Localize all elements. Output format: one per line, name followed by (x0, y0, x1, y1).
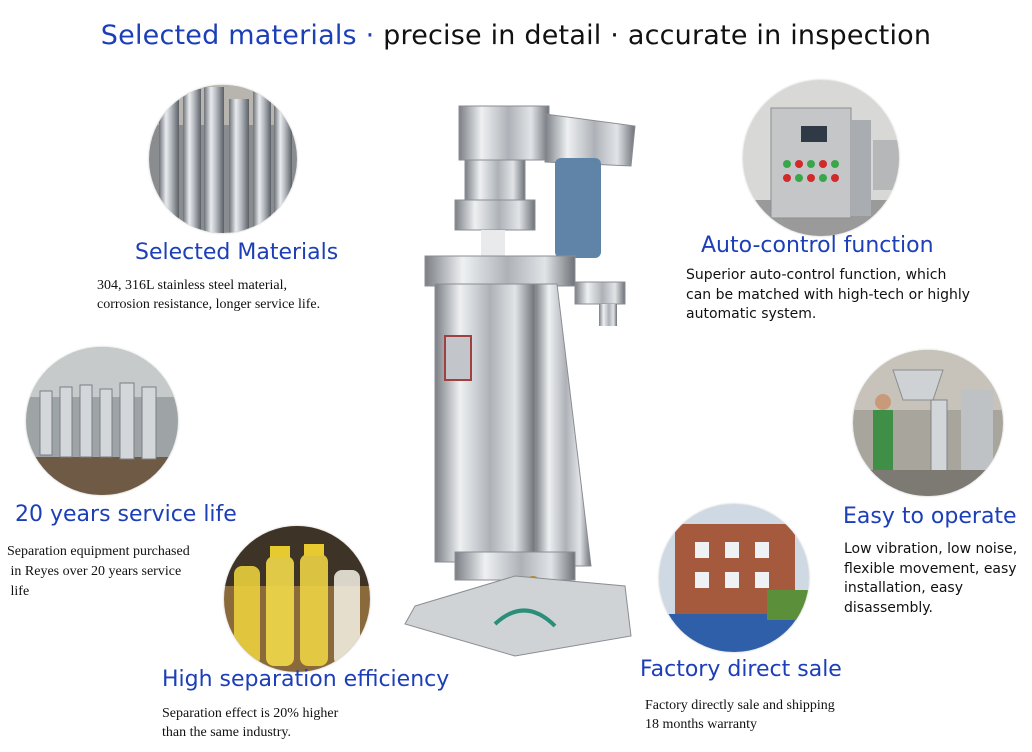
service-life-desc: Separation equipment purchased in Reyes … (7, 542, 190, 602)
factory-photo (659, 504, 809, 652)
factory-title: Factory direct sale (640, 657, 842, 682)
auto-control-desc-line: can be matched with high-tech or highly (686, 286, 971, 303)
materials-desc-line: 304, 316L stainless steel material, (97, 278, 287, 293)
headline-accent: Selected materials · (100, 20, 375, 51)
efficiency-desc-line: than the same industry. (162, 725, 291, 740)
centrifuge-machine (395, 96, 640, 661)
easy-operate-desc-line: flexible movement, easy (844, 560, 1017, 577)
service-life-desc-line: Separation equipment purchased (7, 544, 190, 559)
efficiency-title: High separation efficiency (162, 667, 450, 692)
control-cabinet-photo (743, 80, 899, 236)
page-headline: Selected materials · precise in detail ·… (0, 20, 1032, 51)
service-life-desc-line: in Reyes over 20 years service (7, 564, 182, 579)
materials-title: Selected Materials (135, 240, 339, 265)
materials-photo (149, 85, 297, 233)
materials-desc: 304, 316L stainless steel material, corr… (97, 276, 320, 314)
efficiency-desc: Separation effect is 20% higher than the… (162, 704, 338, 742)
easy-operate-title: Easy to operate (843, 504, 1017, 529)
operator-photo (853, 350, 1003, 496)
headline-rest: precise in detail · accurate in inspecti… (374, 20, 932, 51)
easy-operate-desc-line: Low vibration, low noise, (844, 541, 1018, 557)
easy-operate-desc-line: installation, easy (844, 580, 963, 596)
factory-desc-line: Factory directly sale and shipping (645, 698, 835, 713)
efficiency-desc-line: Separation effect is 20% higher (162, 706, 339, 721)
factory-desc-line: 18 months warranty (645, 717, 757, 732)
materials-desc-line: corrosion resistance, longer service lif… (97, 297, 321, 312)
easy-operate-desc-line: disassembly. (844, 599, 934, 616)
auto-control-desc-line: Superior auto-control function, which (686, 267, 947, 283)
service-life-title: 20 years service life (15, 502, 237, 527)
auto-control-desc: Superior auto-control function, which ca… (686, 266, 970, 325)
easy-operate-desc: Low vibration, low noise, flexible movem… (844, 540, 1017, 618)
service-life-desc-line: life (7, 584, 30, 599)
factory-desc: Factory directly sale and shipping 18 mo… (645, 696, 835, 734)
auto-control-title: Auto-control function (701, 233, 934, 258)
oil-bottles-photo (224, 526, 370, 672)
workshop-photo (26, 347, 178, 495)
auto-control-desc-line: automatic system. (686, 306, 817, 322)
